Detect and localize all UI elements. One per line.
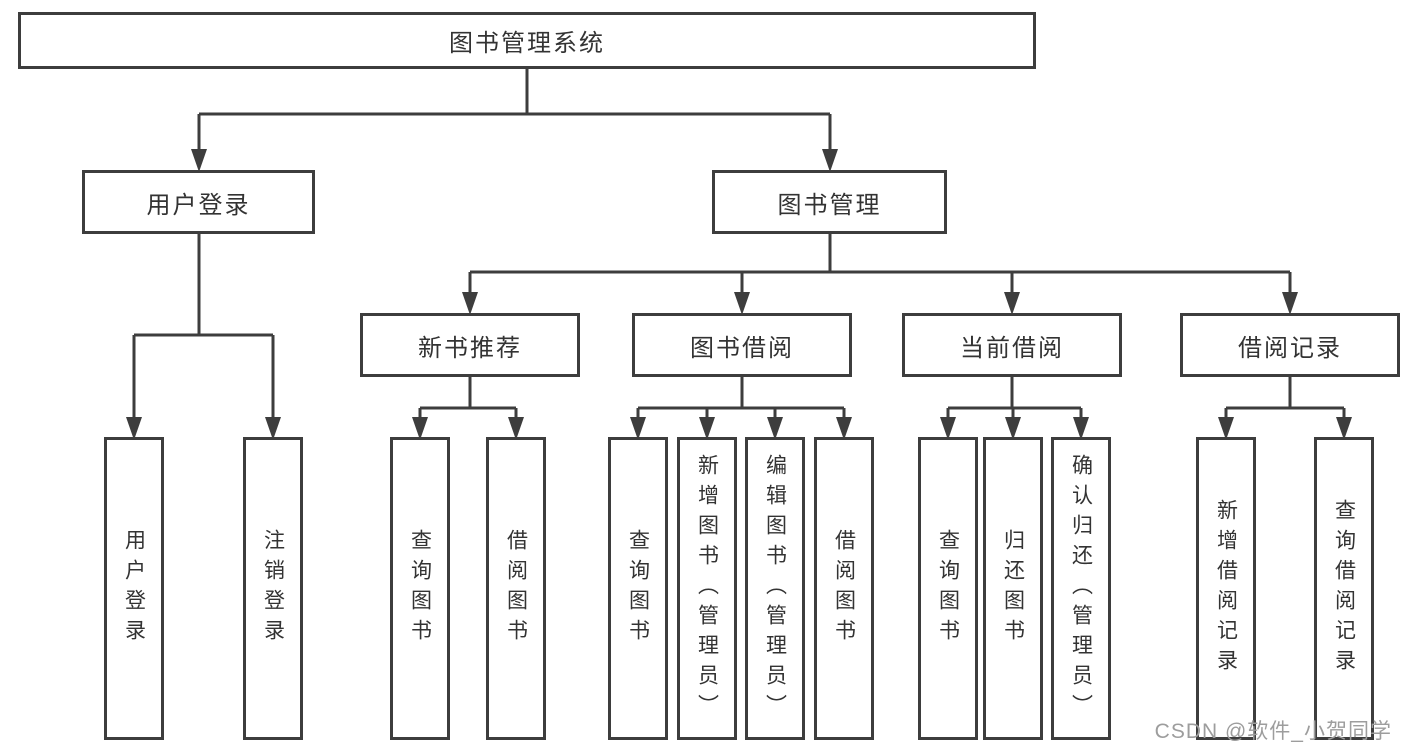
node-book-management: 图书管理 xyxy=(712,170,947,234)
node-borrow-books-recommend: 借阅图书 xyxy=(486,437,546,740)
node-user-login: 用户登录 xyxy=(104,437,164,740)
node-query-books-current: 查询图书 xyxy=(918,437,978,740)
arrowhead-icons xyxy=(126,149,1352,440)
node-query-books-borrowing: 查询图书 xyxy=(608,437,668,740)
node-current-borrowing: 当前借阅 xyxy=(902,313,1122,377)
csdn-watermark: CSDN @软件_小贺同学 xyxy=(1154,720,1392,743)
node-borrowing-records: 借阅记录 xyxy=(1180,313,1400,377)
node-user-login-branch: 用户登录 xyxy=(82,170,315,234)
node-logout: 注销登录 xyxy=(243,437,303,740)
node-return-books: 归还图书 xyxy=(983,437,1043,740)
node-book-borrowing: 图书借阅 xyxy=(632,313,852,377)
node-new-book-recommendation: 新书推荐 xyxy=(360,313,580,377)
node-query-books-recommend: 查询图书 xyxy=(390,437,450,740)
node-add-books-admin: 新增图书（管理员） xyxy=(677,437,737,740)
node-query-borrow-record: 查询借阅记录 xyxy=(1314,437,1374,740)
node-add-borrow-record: 新增借阅记录 xyxy=(1196,437,1256,740)
node-edit-books-admin: 编辑图书（管理员） xyxy=(745,437,805,740)
node-borrow-books-borrowing: 借阅图书 xyxy=(814,437,874,740)
node-library-system: 图书管理系统 xyxy=(18,12,1036,69)
node-confirm-return-admin: 确认归还（管理员） xyxy=(1051,437,1111,740)
